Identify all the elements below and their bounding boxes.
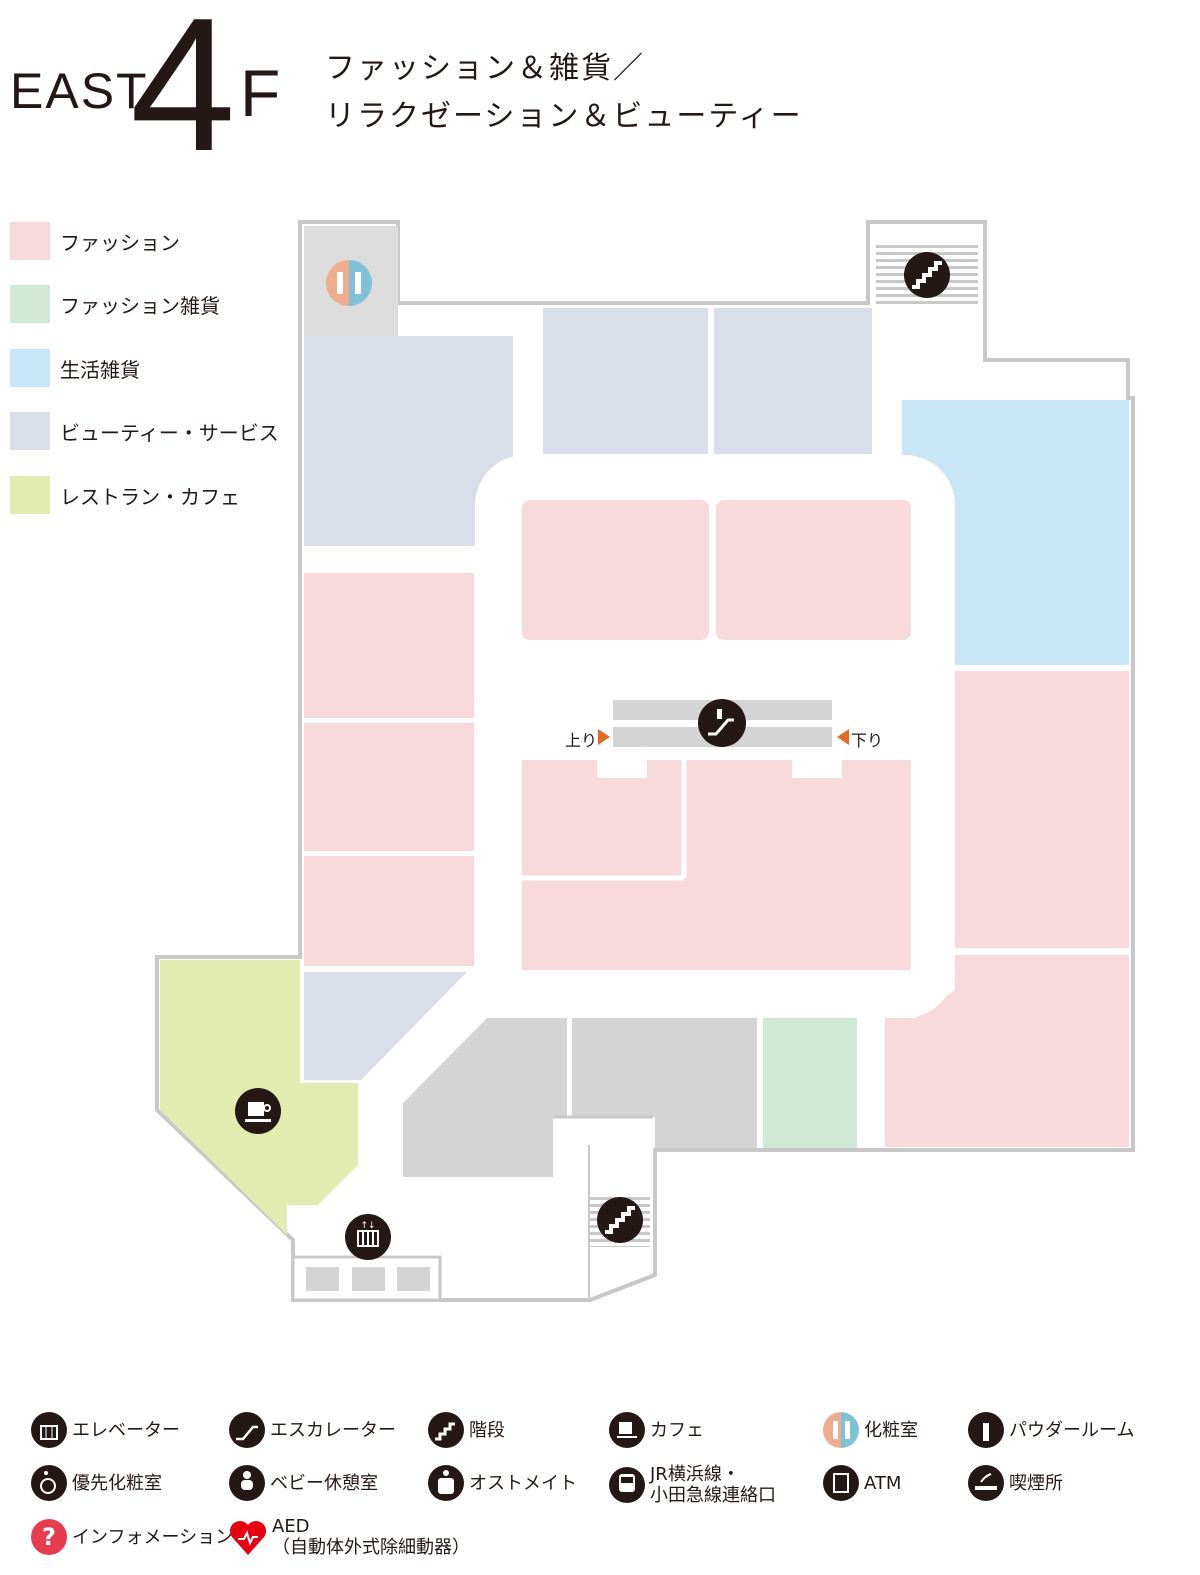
legend-elevator: エレベーター <box>30 1411 180 1449</box>
category-label: ファッション <box>60 230 180 255</box>
legend-label: 化粧室 <box>864 1419 918 1441</box>
legend-stairs: 階段 <box>427 1411 505 1449</box>
legend-restroom: 化粧室 <box>822 1411 918 1449</box>
ostomate-icon <box>428 1465 464 1501</box>
powder-room-icon <box>968 1412 1004 1448</box>
legend-label: 優先化粧室 <box>72 1472 162 1494</box>
baby-room-icon <box>229 1465 265 1501</box>
category-fashion-goods: ファッション雑貨 <box>10 285 220 323</box>
floor-number: 4 <box>130 0 236 191</box>
floor-title: ファッション＆雑貨／ リラクゼーション＆ビューティー <box>325 45 803 141</box>
cafe-icon <box>609 1412 645 1448</box>
legend-label: JR横浜線・小田急線連絡口 <box>650 1464 776 1506</box>
elevator-icon <box>31 1412 67 1448</box>
stairs-icon <box>597 1197 643 1243</box>
legend-label-line1: JR横浜線・ <box>650 1464 740 1485</box>
legend-label: オストメイト <box>469 1472 577 1494</box>
arrow-up-icon <box>598 729 610 745</box>
legend-label: エレベーター <box>72 1419 180 1441</box>
legend-label: カフェ <box>650 1419 704 1441</box>
shop-fashion <box>304 723 474 851</box>
legend-baby-room: ベビー休憩室 <box>228 1464 378 1502</box>
escalator-up-label: 上り <box>565 731 598 750</box>
legend-ostomate: オストメイト <box>427 1464 577 1502</box>
aed-icon <box>230 1521 266 1555</box>
category-swatch <box>10 476 50 514</box>
floor-title-line2: リラクゼーション＆ビューティー <box>325 100 803 133</box>
shop-fashion <box>885 955 1129 1147</box>
elevator-car <box>397 1267 430 1291</box>
escalator-icon <box>229 1412 265 1448</box>
legend-label-line2: 小田急線連絡口 <box>650 1485 776 1506</box>
legend-label-line1: AED <box>272 1516 310 1537</box>
legend-label: 喫煙所 <box>1009 1472 1063 1494</box>
category-label: レストラン・カフェ <box>60 484 240 509</box>
shop-beauty <box>714 308 872 454</box>
legend-label: インフォメーション <box>72 1526 234 1548</box>
stairs-icon <box>904 252 950 298</box>
restroom-icon <box>326 260 372 306</box>
legend-label: ATM <box>864 1472 902 1494</box>
atm-icon <box>823 1465 859 1501</box>
legend-accessible-restroom: 優先化粧室 <box>30 1464 162 1502</box>
shop-beauty <box>304 972 467 1080</box>
floor-plan: ↑↓ <box>155 220 1135 1302</box>
elevator-icon: ↑↓ <box>345 1214 391 1260</box>
shop-fashion <box>955 671 1129 948</box>
shop-fashion <box>716 500 911 640</box>
arrow-down-icon <box>837 729 849 745</box>
shop-fashion-goods <box>763 1018 857 1148</box>
building-name: EAST <box>10 63 149 119</box>
svg-text:↑↓: ↑↓ <box>360 1221 375 1231</box>
elevator-car <box>352 1267 385 1291</box>
category-lifestyle-goods: 生活雑貨 <box>10 349 140 387</box>
shop-fashion <box>304 856 474 966</box>
legend-label: エスカレーター <box>270 1419 396 1441</box>
train-icon <box>609 1467 645 1503</box>
legend-label: パウダールーム <box>1009 1419 1135 1441</box>
restroom-icon <box>823 1412 859 1448</box>
legend-label: AED（自動体外式除細動器） <box>272 1516 470 1558</box>
category-swatch <box>10 222 50 260</box>
elevator-car <box>306 1267 339 1291</box>
shop-fashion <box>522 500 709 640</box>
legend-label-line2: （自動体外式除細動器） <box>272 1537 470 1558</box>
information-icon: ? <box>31 1519 67 1555</box>
legend-atm: ATM <box>822 1464 901 1502</box>
category-label: 生活雑貨 <box>60 357 140 382</box>
legend-smoking: 喫煙所 <box>967 1464 1063 1502</box>
smoking-icon <box>968 1465 1004 1501</box>
stairs-icon <box>428 1412 464 1448</box>
legend-powder-room: パウダールーム <box>967 1411 1134 1449</box>
category-swatch <box>10 412 50 450</box>
category-restaurant-cafe: レストラン・カフェ <box>10 476 240 514</box>
shop-fashion <box>522 760 911 970</box>
accessible-restroom-icon <box>31 1465 67 1501</box>
legend-aed: AED（自動体外式除細動器） <box>228 1516 470 1558</box>
legend-cafe: カフェ <box>608 1411 704 1449</box>
category-beauty-service: ビューティー・サービス <box>10 412 279 450</box>
legend-label: ベビー休憩室 <box>270 1472 378 1494</box>
escalator-icon <box>698 699 746 747</box>
category-fashion: ファッション <box>10 222 180 260</box>
floor-suffix: F <box>240 56 281 130</box>
legend-label: 階段 <box>469 1419 505 1441</box>
legend-escalator: エスカレーター <box>228 1411 396 1449</box>
category-label: ビューティー・サービス <box>60 420 279 445</box>
category-label: ファッション雑貨 <box>60 293 220 318</box>
cafe-icon <box>235 1088 281 1134</box>
category-swatch <box>10 349 50 387</box>
shop-fashion <box>304 573 474 718</box>
escalator-down-label: 下り <box>851 731 884 750</box>
svg-text:?: ? <box>42 1523 56 1551</box>
legend-train-connection: JR横浜線・小田急線連絡口 <box>608 1464 776 1506</box>
floor-title-line1: ファッション＆雑貨／ <box>325 52 645 85</box>
legend-information: ? インフォメーション <box>30 1518 233 1556</box>
shop-beauty <box>543 308 708 454</box>
non-retail-area <box>403 1018 567 1177</box>
category-swatch <box>10 285 50 323</box>
